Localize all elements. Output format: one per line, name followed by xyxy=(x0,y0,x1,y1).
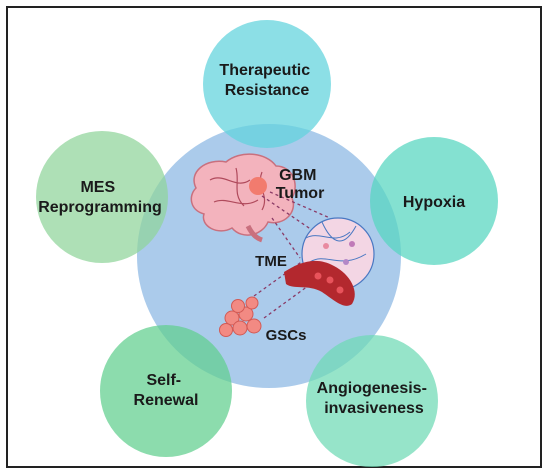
label-mes-line2: Reprogramming xyxy=(38,199,162,216)
label-self-renewal-line1: Self- xyxy=(146,372,181,389)
gsc-cluster xyxy=(219,296,262,337)
label-therapeutic-line2: Resistance xyxy=(225,82,310,99)
label-angiogenesis-line1: Angiogenesis- xyxy=(317,380,427,397)
link-brain-to-vessel xyxy=(269,191,331,219)
blood-vessel xyxy=(284,260,355,306)
circle-self-renewal xyxy=(100,325,232,457)
circle-angiogenesis xyxy=(306,335,438,467)
label-gbm-tumor: GBM Tumor xyxy=(276,167,325,202)
brain-illustration xyxy=(190,153,296,243)
label-therapeutic-line1: Therapeutic xyxy=(219,62,310,79)
label-therapeutic-resistance: Therapeutic Resistance xyxy=(219,62,314,99)
label-self-renewal: Self- Renewal xyxy=(134,372,199,409)
label-mes-reprogramming: MES Reprogramming xyxy=(38,179,162,216)
label-mes-line1: MES xyxy=(80,179,115,196)
vessel-illustration xyxy=(284,217,375,306)
label-gbm-line1: GBM xyxy=(279,167,316,184)
link-brain-to-tme xyxy=(261,195,313,231)
label-gscs: GSCs xyxy=(266,327,307,344)
link-brain-down xyxy=(271,217,301,259)
circle-hypoxia xyxy=(370,137,498,265)
label-gbm-line2: Tumor xyxy=(276,185,325,202)
brain-shape xyxy=(190,153,296,236)
label-hypoxia: Hypoxia xyxy=(403,194,465,211)
label-self-renewal-line2: Renewal xyxy=(134,392,199,409)
tumor-spot xyxy=(249,177,267,195)
label-angiogenesis-line2: invasiveness xyxy=(324,400,424,417)
brainstem xyxy=(245,224,263,243)
link-tme-to-gscs-1 xyxy=(253,249,319,297)
circle-mes-reprogramming xyxy=(36,131,168,263)
label-tme: TME xyxy=(255,253,287,270)
circle-therapeutic-resistance xyxy=(203,20,331,148)
label-angiogenesis: Angiogenesis- invasiveness xyxy=(317,380,432,417)
